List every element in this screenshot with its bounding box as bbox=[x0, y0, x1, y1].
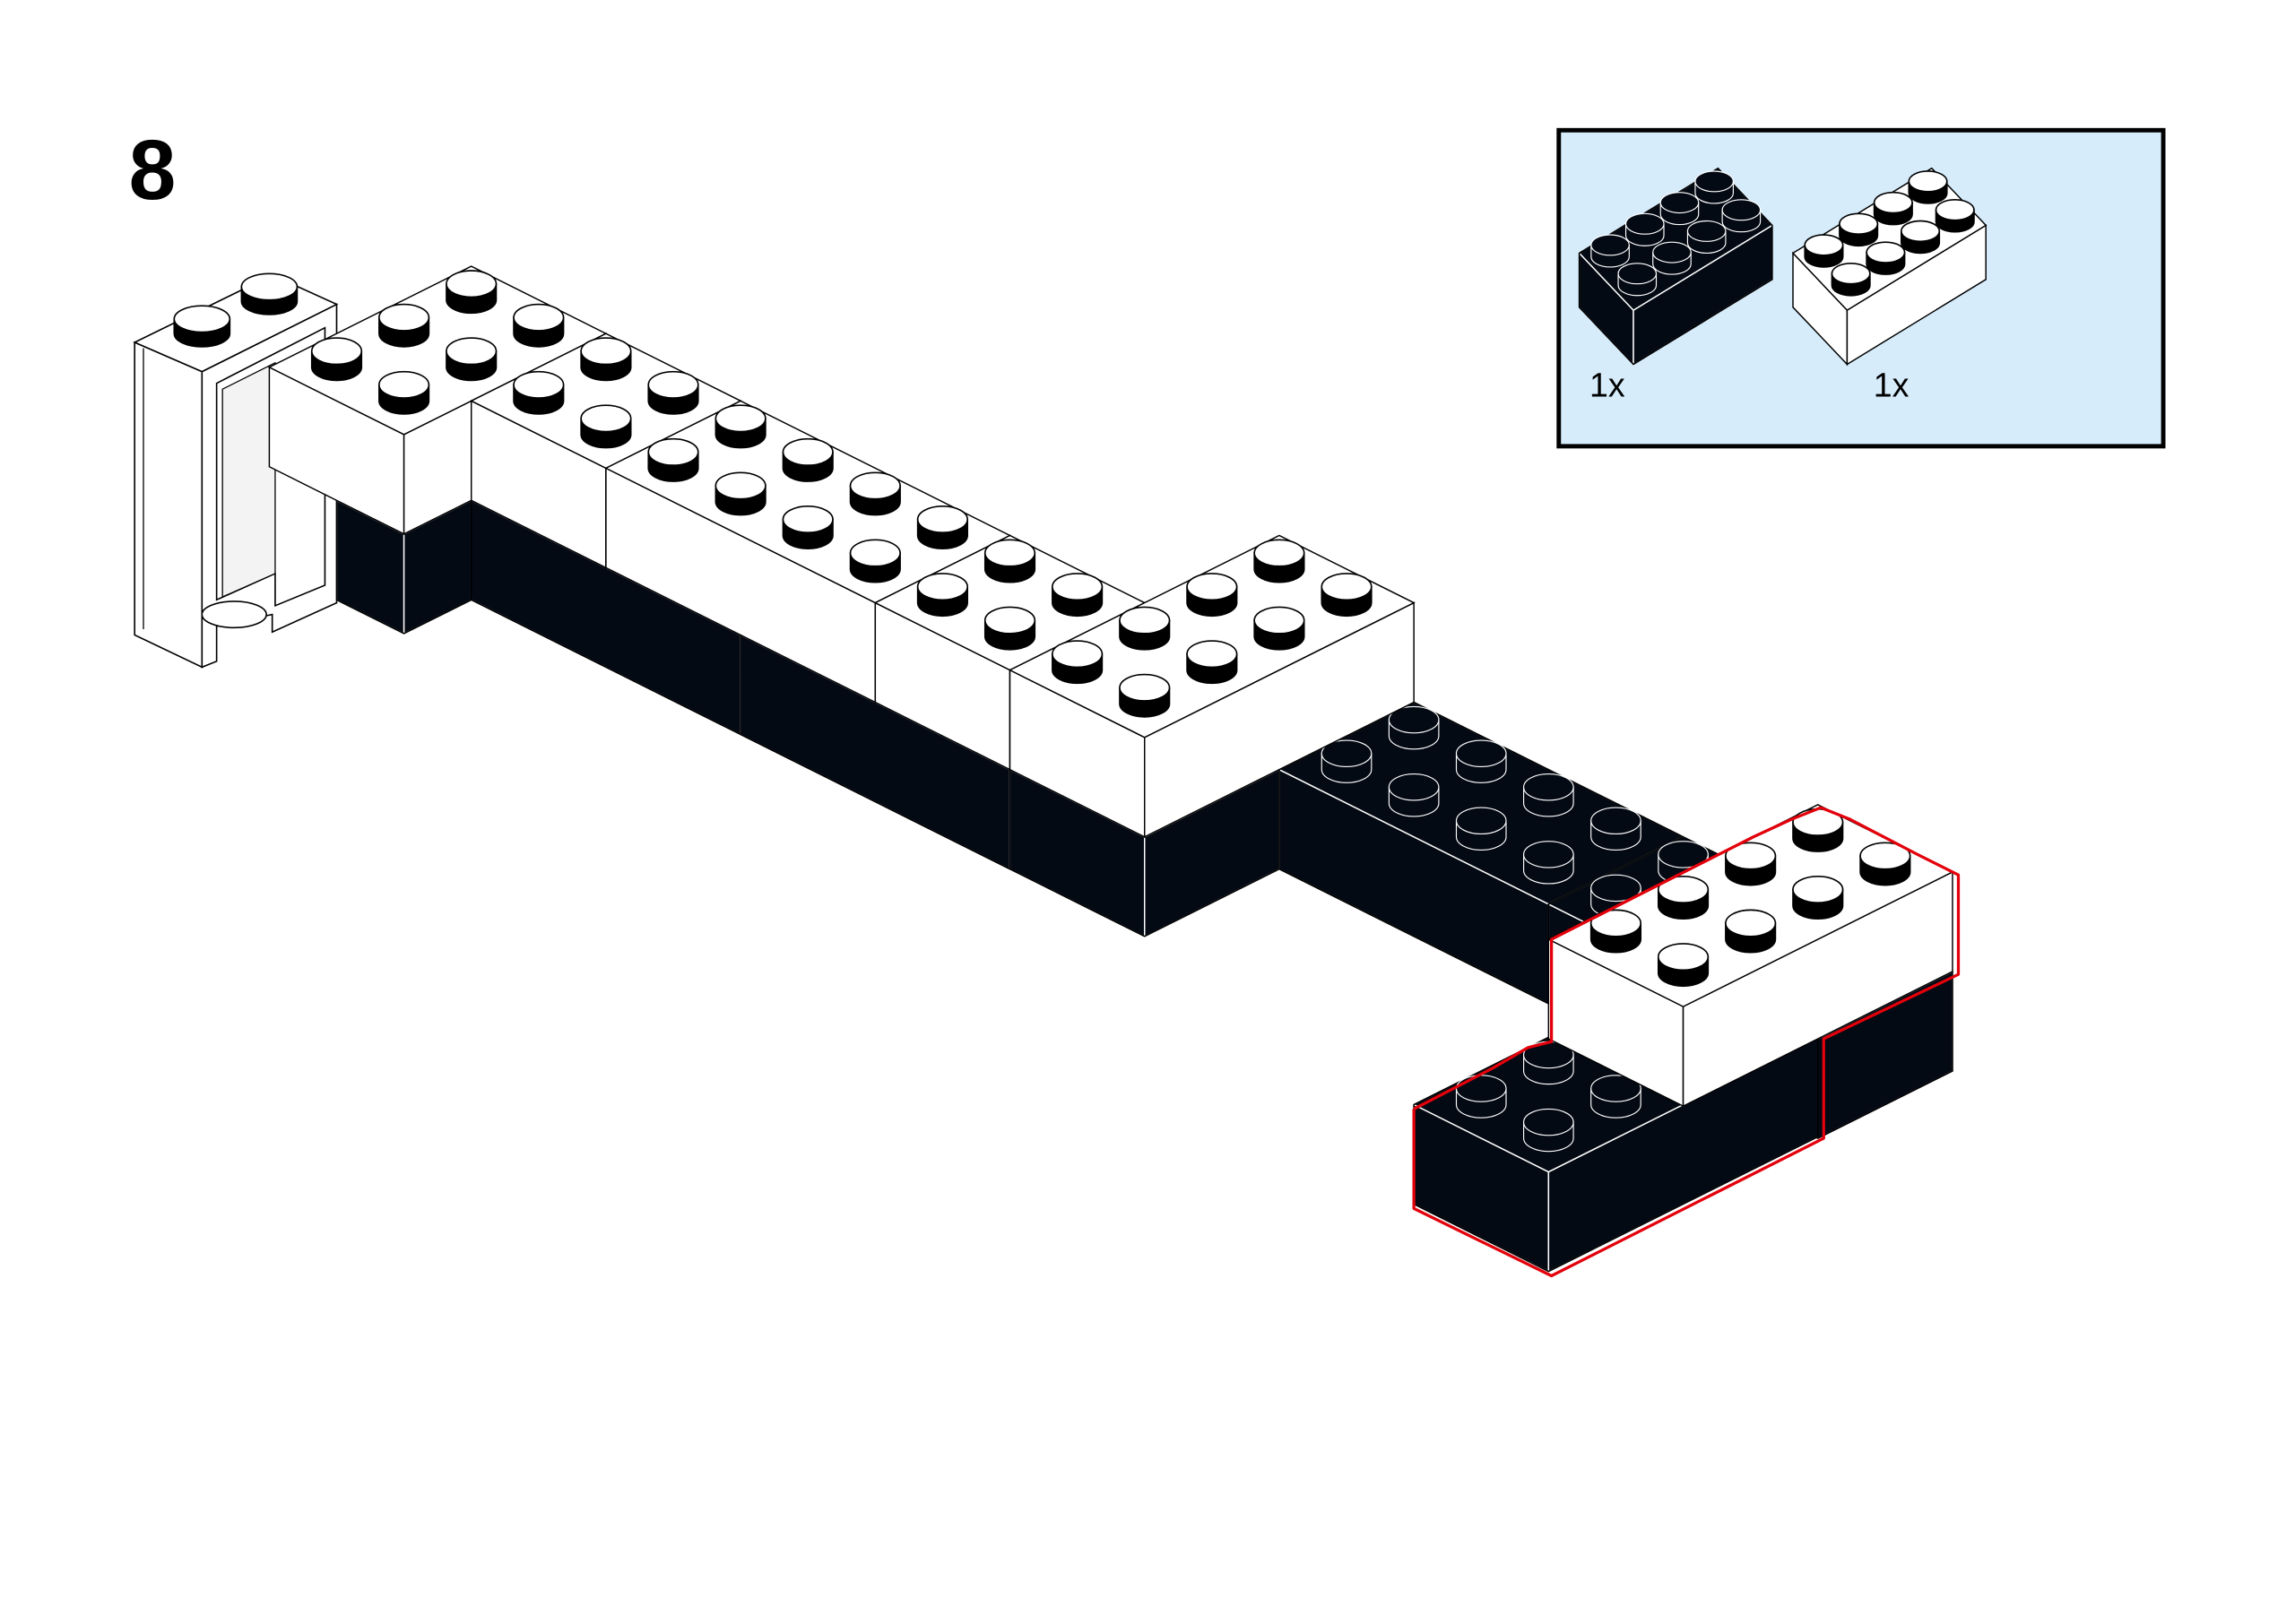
stud bbox=[1388, 773, 1440, 817]
stud bbox=[1455, 1075, 1507, 1119]
stud bbox=[580, 404, 632, 449]
stud bbox=[1388, 705, 1440, 750]
stud bbox=[1839, 212, 1879, 247]
stud bbox=[849, 539, 901, 583]
stud bbox=[1721, 199, 1762, 233]
stud bbox=[1901, 220, 1941, 255]
new-parts-highlight bbox=[1412, 806, 1961, 1278]
stud bbox=[1321, 739, 1373, 783]
step-number: 8 bbox=[129, 123, 177, 218]
stud bbox=[1657, 943, 1710, 988]
stud bbox=[647, 437, 699, 482]
stud bbox=[446, 270, 498, 315]
stud bbox=[1590, 807, 1641, 851]
stud bbox=[1523, 1108, 1574, 1153]
stud bbox=[1859, 842, 1911, 886]
stud bbox=[714, 404, 766, 449]
stud bbox=[1804, 234, 1844, 268]
stud bbox=[1186, 573, 1238, 618]
stud bbox=[1119, 673, 1171, 718]
stud bbox=[1253, 539, 1305, 583]
stud bbox=[446, 337, 498, 382]
stud bbox=[1523, 1041, 1574, 1085]
stud bbox=[240, 272, 299, 315]
stud bbox=[983, 539, 1036, 583]
stud bbox=[1657, 876, 1710, 920]
stud bbox=[916, 573, 969, 618]
stud bbox=[647, 370, 699, 415]
stud bbox=[1792, 876, 1844, 920]
part-black-brick-2x4 bbox=[1578, 167, 1773, 367]
white-brick bbox=[1008, 534, 1416, 838]
stud bbox=[1455, 807, 1507, 851]
stud bbox=[513, 370, 565, 415]
stud bbox=[1186, 640, 1238, 685]
stud bbox=[1908, 170, 1948, 204]
stud bbox=[983, 606, 1036, 651]
stud bbox=[1831, 263, 1871, 297]
stud bbox=[1590, 1075, 1641, 1119]
stud bbox=[782, 505, 834, 549]
stud bbox=[1694, 170, 1734, 204]
stud bbox=[378, 370, 430, 415]
stud bbox=[916, 505, 969, 549]
stud bbox=[1873, 191, 1913, 226]
stud bbox=[513, 303, 565, 348]
stud bbox=[1052, 573, 1104, 618]
part-quantity-white: 1x bbox=[1874, 366, 1910, 403]
part-quantity-black: 1x bbox=[1589, 366, 1625, 403]
stud bbox=[1589, 909, 1642, 954]
stud bbox=[714, 471, 766, 516]
stud bbox=[173, 305, 231, 348]
stud bbox=[1659, 192, 1700, 226]
stud bbox=[1624, 212, 1665, 246]
part-white-brick-2x4 bbox=[1791, 167, 1988, 367]
stud bbox=[310, 337, 363, 382]
build-model bbox=[267, 265, 1954, 1273]
stud bbox=[1119, 606, 1171, 651]
new-white-brick bbox=[1546, 804, 1954, 1108]
stud bbox=[1686, 220, 1727, 254]
stud bbox=[1866, 241, 1906, 275]
parts-callout: 1x 1x bbox=[1556, 127, 2166, 449]
stud bbox=[1725, 842, 1777, 886]
stud bbox=[378, 303, 430, 348]
stud bbox=[1455, 739, 1507, 783]
stud bbox=[580, 337, 632, 382]
stud bbox=[1725, 909, 1777, 954]
stud bbox=[1523, 841, 1574, 885]
stud bbox=[849, 471, 901, 516]
stud bbox=[1523, 773, 1574, 817]
stud bbox=[1617, 263, 1658, 297]
stud bbox=[1935, 199, 1975, 233]
stud bbox=[1253, 606, 1305, 651]
stud bbox=[1321, 573, 1373, 618]
stud bbox=[1792, 808, 1844, 852]
stud bbox=[1052, 640, 1104, 685]
stud bbox=[1590, 234, 1630, 268]
stud bbox=[782, 437, 834, 482]
stud bbox=[1652, 241, 1692, 275]
parts-bricks bbox=[1578, 167, 1988, 367]
